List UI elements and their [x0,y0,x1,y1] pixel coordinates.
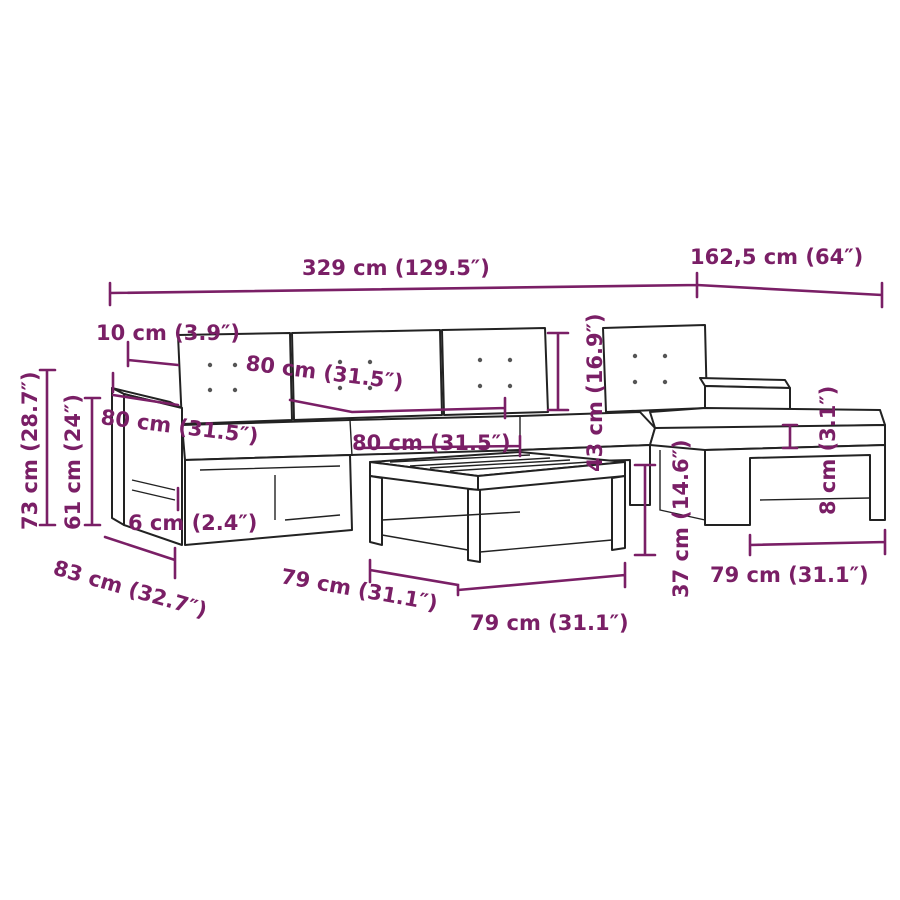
label-ottoman-side: 162,5 cm (64″) [690,245,863,269]
label-table-length: 79 cm (31.1″) [470,611,629,635]
back-cushions [177,324,708,425]
coffee-table [369,451,626,563]
right-armrest [699,377,791,413]
label-depth: 83 cm (32.7″) [51,556,210,623]
sofa-set-illustration [111,324,886,563]
label-ottoman-width: 79 cm (31.1″) [710,563,869,587]
dimension-lines [38,271,887,597]
label-leg-height: 6 cm (2.4″) [128,511,257,535]
label-arm-height: 61 cm (24″) [61,394,85,530]
label-table-height: 37 cm (14.6″) [669,439,693,598]
left-armrest [111,387,183,546]
label-total-length: 329 cm (129.5″) [302,256,490,280]
label-backrest-height: 43 cm (16.9″) [583,313,607,472]
label-overall-height: 73 cm (28.7″) [18,371,42,530]
label-table-width: 80 cm (31.5″) [352,431,511,455]
label-ottoman-cushion-thickness: 8 cm (3.1″) [816,386,840,515]
label-armrest-width: 10 cm (3.9″) [96,321,240,345]
ottoman [649,407,886,526]
label-table-depth: 79 cm (31.1″) [279,564,439,615]
